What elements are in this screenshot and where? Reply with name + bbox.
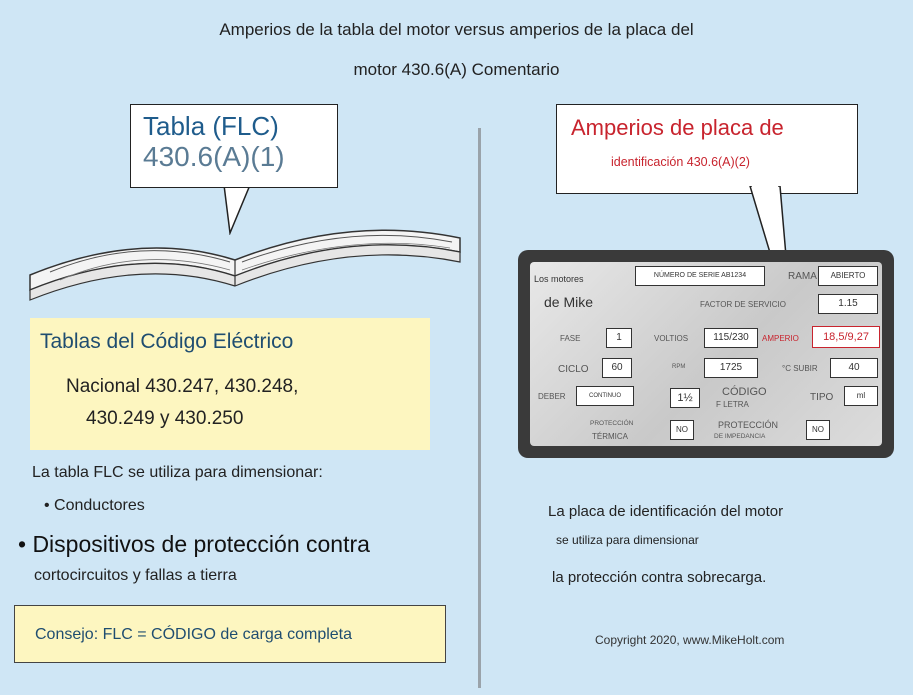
motor-nameplate: Los motores NÚMERO DE SERIE AB1234 RAMA … bbox=[530, 262, 882, 446]
nameplate-duty-value: CONTINUO bbox=[576, 386, 634, 406]
nameplate-duty-label: DEBER bbox=[538, 392, 566, 401]
nameplate-amps-label: AMPERIO bbox=[762, 334, 799, 343]
nameplate-volts-label: VOLTIOS bbox=[654, 334, 689, 343]
nameplate-company-line2: de Mike bbox=[544, 294, 594, 310]
nameplate-usage-line2: se utiliza para dimensionar bbox=[556, 533, 699, 547]
nameplate-service-factor-value: 1.15 bbox=[818, 294, 878, 314]
nameplate-thermal-value: NO bbox=[670, 420, 694, 440]
nameplate-code-label: CÓDIGO bbox=[722, 386, 767, 398]
center-divider bbox=[478, 128, 481, 688]
flc-callout-title: Tabla (FLC) bbox=[143, 111, 279, 141]
nameplate-letter-label: F LETRA bbox=[716, 400, 749, 409]
nameplate-frame-value: ABIERTO bbox=[818, 266, 878, 286]
flc-usage-item-protection-cont: cortocircuitos y fallas a tierra bbox=[34, 567, 237, 584]
nameplate-service-factor-label: FACTOR DE SERVICIO bbox=[700, 300, 786, 309]
nameplate-cycle-value: 60 bbox=[602, 358, 632, 378]
code-tables-line1: Nacional 430.247, 430.248, bbox=[66, 376, 299, 397]
code-tables-line2: 430.249 y 430.250 bbox=[86, 408, 244, 429]
nameplate-usage-line1: La placa de identificación del motor bbox=[548, 503, 784, 520]
nameplate-amps-value: 18,5/9,27 bbox=[812, 326, 880, 348]
nameplate-type-value: ml bbox=[844, 386, 878, 406]
nameplate-type-label: TIPO bbox=[810, 392, 834, 403]
nameplate-rpm-value: 1725 bbox=[704, 358, 758, 378]
nameplate-callout: Amperios de placa de identificación 430.… bbox=[556, 104, 858, 194]
nameplate-serial: NÚMERO DE SERIE AB1234 bbox=[635, 266, 765, 286]
code-tables-box: Tablas del Código Eléctrico Nacional 430… bbox=[30, 318, 430, 450]
nameplate-frame-label: RAMA bbox=[788, 271, 817, 282]
nameplate-cycle-label: CICLO bbox=[558, 364, 589, 375]
flc-callout-pointer bbox=[223, 185, 251, 235]
nameplate-impedance-label-2: DE IMPEDANCIA bbox=[714, 433, 766, 440]
flc-callout: Tabla (FLC) 430.6(A)(1) bbox=[130, 104, 338, 188]
nameplate-hp-value: 1½ bbox=[670, 388, 700, 408]
flc-usage-item-protection: • Dispositivos de protección contra bbox=[18, 531, 370, 557]
nameplate-impedance-value: NO bbox=[806, 420, 830, 440]
flc-callout-ref: 430.6(A)(1) bbox=[143, 141, 285, 172]
nameplate-temp-value: 40 bbox=[830, 358, 878, 378]
slide-title-line2: motor 430.6(A) Comentario bbox=[353, 60, 560, 79]
flc-usage-item-conductors: • Conductores bbox=[44, 497, 145, 514]
nameplate-temp-label: °C SUBIR bbox=[782, 364, 818, 373]
nameplate-volts-value: 115/230 bbox=[704, 328, 758, 348]
nameplate-company-line1: Los motores bbox=[534, 274, 584, 284]
nameplate-rpm-label: RPM bbox=[672, 364, 686, 370]
code-tables-heading: Tablas del Código Eléctrico bbox=[40, 330, 294, 353]
flc-usage-intro: La tabla FLC se utiliza para dimensionar… bbox=[32, 464, 323, 481]
nameplate-callout-ref: identificación 430.6(A)(2) bbox=[611, 155, 750, 169]
nameplate-phase-value: 1 bbox=[606, 328, 632, 348]
nameplate-thermal-label-2: TÉRMICA bbox=[592, 432, 628, 441]
nameplate-thermal-label-1: PROTECCIÓN bbox=[590, 420, 634, 427]
nameplate-phase-label: FASE bbox=[560, 334, 581, 343]
copyright: Copyright 2020, www.MikeHolt.com bbox=[595, 633, 785, 647]
nameplate-impedance-label-1: PROTECCIÓN bbox=[718, 420, 779, 430]
tip-text: Consejo: FLC = CÓDIGO de carga completa bbox=[35, 626, 353, 643]
slide-title-line1: Amperios de la tabla del motor versus am… bbox=[219, 20, 694, 39]
nameplate-callout-title: Amperios de placa de bbox=[571, 115, 784, 140]
tip-box: Consejo: FLC = CÓDIGO de carga completa bbox=[14, 605, 446, 663]
open-book-icon bbox=[29, 229, 461, 301]
nameplate-usage-line3: la protección contra sobrecarga. bbox=[552, 569, 767, 586]
